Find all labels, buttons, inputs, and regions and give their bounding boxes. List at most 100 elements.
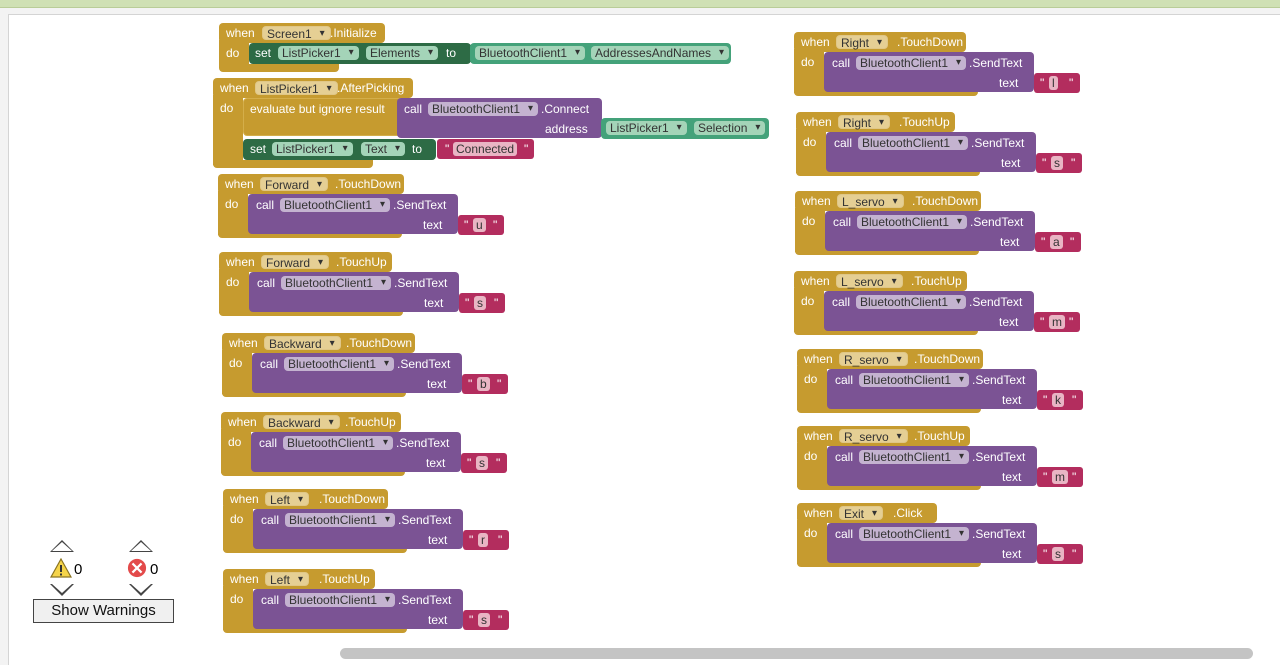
string-value[interactable]: r (478, 533, 488, 547)
string-value[interactable]: m (1049, 315, 1065, 329)
connected-text-block[interactable]: " Connected " (437, 139, 534, 159)
text-string-block[interactable]: "s" (1036, 153, 1082, 173)
bt-component-dropdown[interactable]: BluetoothClient1 (859, 373, 970, 387)
text-string-block[interactable]: "r" (463, 530, 509, 550)
text-string-block[interactable]: "a" (1035, 232, 1081, 252)
bt-component-dropdown[interactable]: BluetoothClient1 (284, 357, 395, 371)
event-label: .TouchDown (346, 336, 413, 350)
bt-component-dropdown[interactable]: BluetoothClient1 (856, 295, 967, 309)
evaluate-label: evaluate but ignore result (250, 102, 385, 116)
show-warnings-button[interactable]: Show Warnings (33, 599, 174, 623)
bt-component-dropdown[interactable]: BluetoothClient1 (859, 450, 970, 464)
string-value[interactable]: s (474, 296, 486, 310)
warning-prev-arrow-icon[interactable] (50, 540, 74, 552)
sendtext-method-label: .SendText (969, 56, 1023, 70)
bt-component-dropdown[interactable]: BluetoothClient1 (858, 136, 969, 150)
component-dropdown[interactable]: Exit (839, 506, 884, 521)
sendtext-method-label: .SendText (972, 527, 1026, 541)
call-label: call (261, 513, 280, 527)
selection-dropdown[interactable]: Selection (694, 121, 766, 135)
getter-property-dropdown[interactable]: AddressesAndNames (591, 46, 730, 60)
text-string-block[interactable]: "m" (1037, 467, 1083, 487)
text-param-label: text (1002, 547, 1022, 561)
error-count: 0 (150, 561, 159, 578)
lp-component-dropdown[interactable]: ListPicker1 (606, 121, 687, 135)
text-param-label: text (427, 377, 447, 391)
string-value[interactable]: a (1050, 235, 1063, 249)
string-value[interactable]: k (1052, 393, 1064, 407)
string-value[interactable]: s (476, 456, 488, 470)
string-value[interactable]: b (477, 377, 490, 391)
string-value[interactable]: l (1049, 76, 1058, 90)
error-prev-arrow-icon[interactable] (129, 540, 153, 552)
component-dropdown[interactable]: R_servo (839, 352, 908, 367)
text-string-block[interactable]: "l" (1034, 73, 1080, 93)
text-string-block[interactable]: "s" (459, 293, 505, 313)
event-label: .Initialize (330, 26, 377, 40)
event-label: .TouchUp (336, 255, 387, 269)
string-value[interactable]: u (473, 218, 486, 232)
component-dropdown[interactable]: Right (836, 35, 889, 50)
when-label: when (230, 492, 259, 506)
text-string-block[interactable]: "s" (461, 453, 507, 473)
event-label: .TouchDown (912, 194, 979, 208)
set-target-dropdown[interactable]: ListPicker1 (272, 142, 353, 156)
warning-triangle-icon (50, 558, 72, 578)
text-param-label: text (426, 456, 446, 470)
text-string-block[interactable]: "u" (458, 215, 504, 235)
component-dropdown[interactable]: L_servo (837, 194, 904, 209)
when-label: when (226, 26, 255, 40)
evaluate-block[interactable] (243, 98, 403, 136)
bt-component-dropdown[interactable]: BluetoothClient1 (283, 436, 394, 450)
text-param-label: text (1001, 156, 1021, 170)
when-label: when (230, 572, 259, 586)
component-dropdown[interactable]: Backward (263, 415, 340, 430)
text-string-block[interactable]: "b" (462, 374, 508, 394)
bt-component-dropdown[interactable]: BluetoothClient1 (857, 215, 968, 229)
component-dropdown[interactable]: Backward (264, 336, 341, 351)
text-string-block[interactable]: "s" (463, 610, 509, 630)
string-value[interactable]: s (1051, 156, 1063, 170)
event-label: .TouchDown (319, 492, 386, 506)
sendtext-method-label: .SendText (397, 357, 451, 371)
bt-component-dropdown[interactable]: BluetoothClient1 (285, 593, 396, 607)
do-label: do (801, 55, 815, 69)
text-string-block[interactable]: "k" (1037, 390, 1083, 410)
bt-component-dropdown[interactable]: BluetoothClient1 (428, 102, 539, 116)
text-string-block[interactable]: "m" (1034, 312, 1080, 332)
call-label: call (404, 102, 423, 116)
component-dropdown[interactable]: Right (838, 115, 891, 130)
do-label: do (803, 135, 817, 149)
component-dropdown[interactable]: L_servo (836, 274, 903, 289)
string-value[interactable]: s (478, 613, 490, 627)
call-label: call (835, 450, 854, 464)
component-dropdown[interactable]: Forward (260, 177, 329, 192)
set-target-dropdown[interactable]: ListPicker1 (278, 46, 359, 60)
bt-component-dropdown[interactable]: BluetoothClient1 (285, 513, 396, 527)
string-value[interactable]: Connected (453, 142, 518, 156)
bt-component-dropdown[interactable]: BluetoothClient1 (280, 198, 391, 212)
set-label: set (250, 142, 267, 156)
error-next-arrow-icon[interactable] (129, 584, 153, 596)
component-dropdown[interactable]: R_servo (839, 429, 908, 444)
component-dropdown[interactable]: Screen1 (262, 26, 331, 41)
set-property-dropdown[interactable]: Text (361, 142, 406, 156)
warning-next-arrow-icon[interactable] (50, 584, 74, 596)
when-label: when (804, 506, 833, 520)
component-dropdown[interactable]: ListPicker1 (255, 81, 338, 96)
string-value[interactable]: s (1052, 547, 1064, 561)
string-value[interactable]: m (1052, 470, 1068, 484)
do-label: do (220, 101, 234, 115)
horizontal-scrollbar[interactable] (340, 648, 1253, 659)
address-label: address (545, 122, 588, 136)
bt-component-dropdown[interactable]: BluetoothClient1 (856, 56, 967, 70)
bt-component-dropdown[interactable]: BluetoothClient1 (859, 527, 970, 541)
text-string-block[interactable]: "s" (1037, 544, 1083, 564)
component-dropdown[interactable]: Left (265, 572, 310, 587)
event-label: .TouchUp (345, 415, 396, 429)
bt-component-dropdown[interactable]: BluetoothClient1 (281, 276, 392, 290)
component-dropdown[interactable]: Forward (261, 255, 330, 270)
getter-component-dropdown[interactable]: BluetoothClient1 (475, 46, 586, 60)
component-dropdown[interactable]: Left (265, 492, 310, 507)
set-property-dropdown[interactable]: Elements (366, 46, 439, 60)
